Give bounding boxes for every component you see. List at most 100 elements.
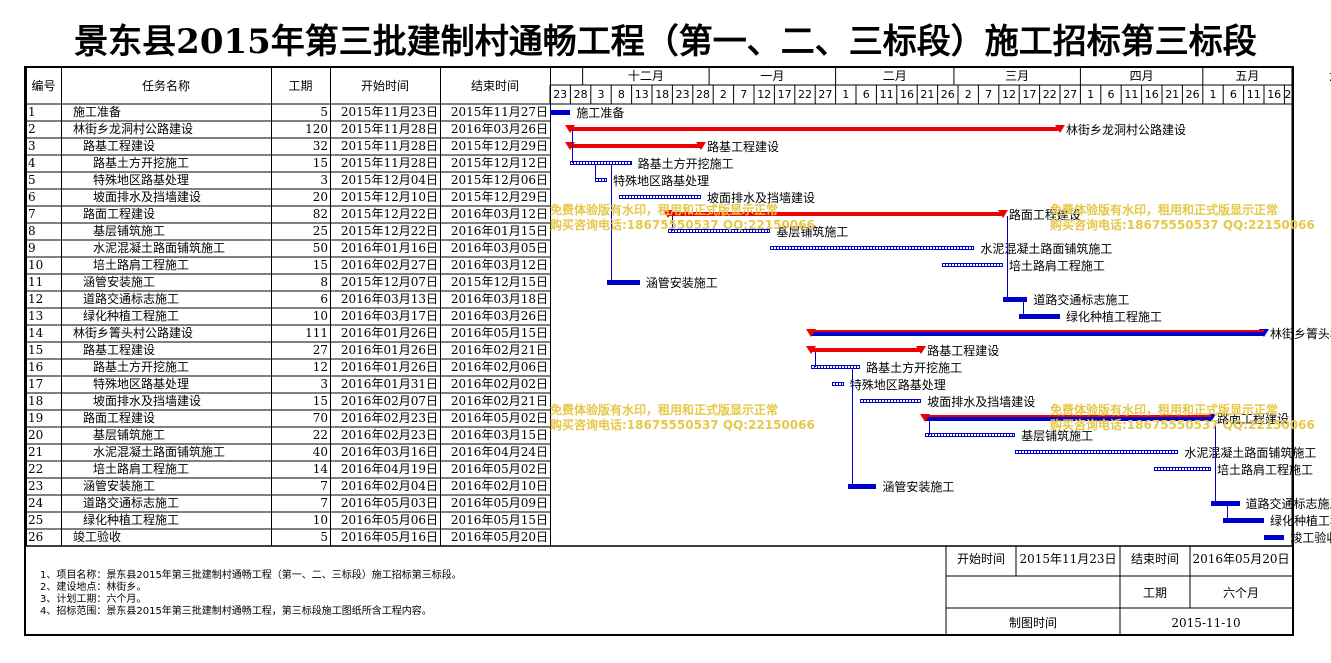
task-name: 坡面排水及挡墙建设 [93,190,202,204]
task-bar-label: 水泥混凝土路面铺筑施工 [980,242,1113,256]
task-start-date: 2016年01月16日 [340,241,438,255]
task-name: 涵管安装施工 [83,275,156,289]
watermark-text: 免费体验版有水印，租用和正式版显示正常 [550,203,779,217]
task-bar [831,382,844,386]
task-duration: 5 [320,105,328,119]
dependency-line [1227,505,1229,520]
task-end-date: 2016年05月15日 [450,326,548,340]
task-end-date: 2015年12月12日 [450,156,548,170]
task-start-date: 2016年02月27日 [340,258,438,272]
task-id: 19 [28,411,44,425]
task-bar [925,433,1016,437]
task-duration: 22 [312,428,328,442]
task-name: 培土路肩工程施工 [93,258,190,272]
task-name: 培土路肩工程施工 [93,462,190,476]
task-bar [811,365,861,369]
task-end-date: 2016年03月05日 [450,241,548,255]
task-name: 特殊地区路基处理 [93,377,190,391]
task-id: 5 [28,173,36,187]
watermark-text: 免费体验版有水印，租用和正式版显示正常 [550,403,779,417]
task-bar-label: 特殊地区路基处理 [849,378,946,392]
task-start-date: 2015年12月22日 [340,224,438,238]
task-start-date: 2016年01月26日 [340,343,438,357]
note-line: 1、项目名称：景东县2015年第三批建制村通畅工程（第一、二、三标段）施工招标第… [40,570,462,581]
day-label: 21 [1284,88,1292,101]
day-label: 1 [1209,88,1217,101]
task-id: 1 [28,105,36,119]
footer-end-label: 结束时间 [1130,552,1179,566]
task-id: 24 [28,496,44,510]
task-id: 22 [28,462,44,476]
task-bar [1153,467,1211,471]
watermark-text: 购买咨询电话:18675550537 QQ:22150066 [550,418,815,432]
task-start-date: 2015年12月10日 [340,190,438,204]
task-id: 23 [28,479,44,493]
summary-end-marker [916,346,927,354]
task-duration: 27 [312,343,328,357]
month-label: 一月 [760,69,785,83]
task-bar [941,263,1003,267]
task-id: 12 [28,292,44,306]
task-bar-label: 路面工程建设 [1216,412,1289,426]
task-id: 2 [28,122,36,136]
day-label: 17 [777,88,792,101]
task-name: 林街乡箐头村公路建设 [73,326,194,340]
task-bar-label: 特殊地区路基处理 [613,174,710,188]
task-bar-label: 林街乡箐头村公路建设 [1270,327,1331,341]
dependency-line [572,129,574,163]
task-end-date: 2016年01月15日 [450,224,548,238]
task-duration: 15 [312,258,328,272]
task-start-date: 2016年02月07日 [340,394,438,408]
task-name: 水泥混凝土路面铺筑施工 [93,241,226,255]
task-bar-label: 林街乡龙洞村公路建设 [1066,123,1187,137]
task-bar-label: 水泥混凝土路面铺筑施工 [1184,446,1317,460]
task-bar [570,161,632,165]
day-label: 27 [1063,88,1078,101]
summary-bar [570,144,701,148]
task-bar-label: 路基土方开挖施工 [637,157,734,171]
day-label: 23 [553,88,568,101]
task-id: 16 [28,360,44,374]
day-label: 18 [655,88,670,101]
task-end-date: 2016年02月21日 [450,343,548,357]
day-label: 26 [1185,88,1200,101]
summary-bar [668,212,1003,216]
task-id: 11 [28,275,44,289]
day-label: 8 [617,88,625,101]
task-id: 26 [28,530,44,544]
day-label: 2 [964,88,972,101]
task-bar-label: 坡面排水及挡墙建设 [706,191,815,205]
task-start-date: 2015年11月23日 [340,105,438,119]
day-label: 21 [920,88,935,101]
summary-end-marker [1055,125,1065,133]
task-name: 路基土方开挖施工 [93,360,190,374]
footer-made-label: 制图时间 [1008,616,1057,630]
day-label: 16 [899,88,914,101]
task-bar [770,246,975,250]
footer-duration-label: 工期 [1142,586,1167,600]
task-duration: 5 [320,530,328,544]
dependency-line [594,165,596,180]
task-bar-label: 绿化种植工程施工 [1270,514,1331,528]
summary-bar [811,331,1264,336]
month-label: 四月 [1129,69,1154,83]
task-duration: 25 [312,224,328,238]
task-end-date: 2016年03月26日 [450,309,548,323]
task-id: 4 [28,156,36,170]
task-bar-label: 施工准备 [576,106,625,120]
task-name: 水泥混凝土路面铺筑施工 [93,445,226,459]
dependency-line [611,165,613,282]
dependency-line [1006,216,1008,299]
dependency-line [1023,301,1025,316]
task-bar-label: 培土路肩工程施工 [1216,463,1313,477]
task-bar [1223,518,1264,523]
task-start-date: 2016年05月06日 [340,513,438,527]
task-end-date: 2015年12月29日 [450,139,548,153]
summary-bar-top [811,330,1264,332]
task-start-date: 2016年05月03日 [340,496,438,510]
task-bar [847,484,877,489]
task-name: 路面工程建设 [83,411,156,425]
task-bar-label: 绿化种植工程施工 [1066,310,1163,324]
task-bar-label: 路基工程建设 [927,344,1000,358]
task-duration: 7 [320,479,328,493]
